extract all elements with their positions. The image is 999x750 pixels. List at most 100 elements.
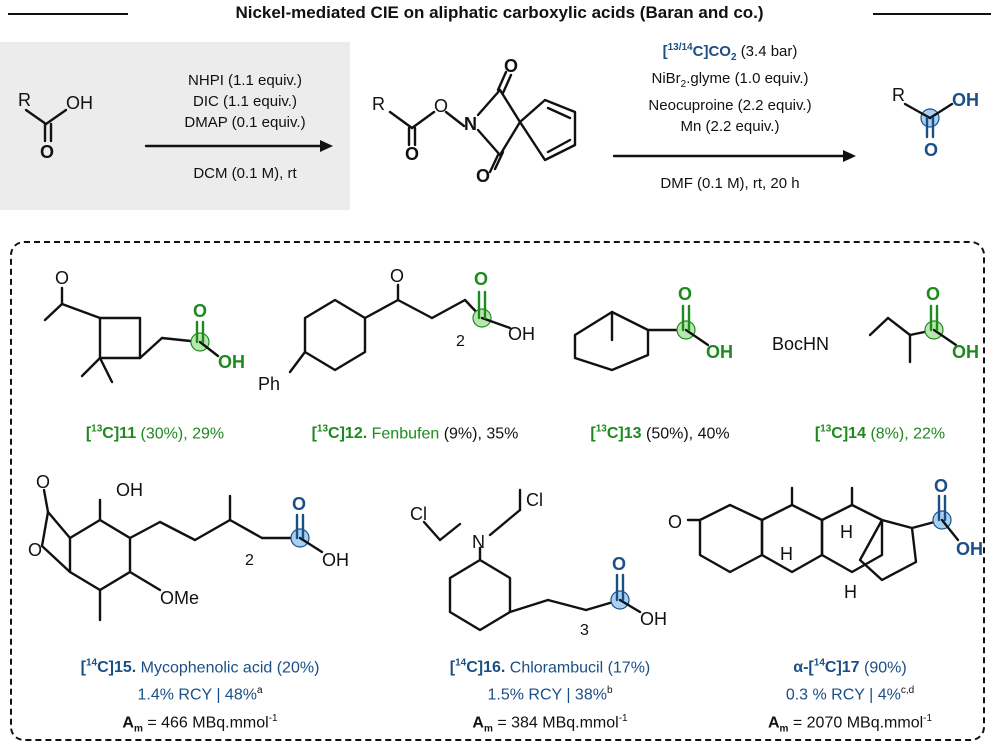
atom-OH: OH: [952, 90, 979, 110]
atom-OH: OH: [116, 480, 143, 500]
footnote-17: c,d: [900, 685, 915, 697]
step2-reagent: Neocuproine (2.2 equiv.): [648, 97, 812, 114]
compound-rcy-15: 1.4% RCY | 48%: [137, 686, 257, 704]
step2-reagent: NiBr2.glyme (1.0 equiv.): [651, 70, 809, 90]
atom-O: O: [55, 268, 69, 288]
caption-15: [14C]15. Mycophenolic acid (20%) 1.4% RC…: [20, 652, 380, 740]
arrow-step2: [612, 150, 856, 162]
atom-O: O: [405, 144, 419, 164]
atom-OH: OH: [952, 342, 979, 362]
footnote-16: b: [606, 685, 613, 697]
molecule-15: OH O O OMe 2 O OH: [28, 472, 349, 622]
atom-O: O: [934, 476, 948, 496]
molecule-17: O H H H O OH: [668, 476, 983, 602]
atom-R: R: [892, 85, 905, 105]
atom-OH: OH: [640, 609, 667, 629]
compound-label-11: [13C]11: [85, 424, 137, 443]
atom-R: R: [18, 90, 31, 110]
molecule-16: Cl Cl N 3 O OH: [410, 488, 667, 639]
am-sub: m: [483, 723, 493, 735]
step2-solvent: DMF (0.1 M), rt, 20 h: [660, 175, 800, 192]
atom-O: O: [668, 512, 682, 532]
compound-yield-12: (9%), 35%: [443, 425, 519, 443]
atom-Cl: Cl: [410, 504, 427, 524]
caption-12: [13C]12. Fenbufen (9%), 35%: [265, 418, 565, 445]
caption-17: α-[14C]17 (90%) 0.3 % RCY | 4%c,d Am = 2…: [715, 652, 985, 740]
am-exp-17: -1: [923, 712, 933, 724]
atom-N: N: [464, 114, 477, 134]
atom-O: O: [36, 472, 50, 492]
atom-OMe: OMe: [160, 588, 199, 608]
atom-OH: OH: [218, 352, 245, 372]
am-sub: m: [779, 723, 789, 735]
am-exp-16: -1: [618, 712, 628, 724]
atom-H: H: [780, 544, 793, 564]
atom-N: N: [472, 532, 485, 552]
atom-OH: OH: [322, 550, 349, 570]
compound-rcy-17: 0.3 % RCY | 4%: [785, 686, 901, 704]
compound-name-12: Fenbufen: [371, 425, 440, 443]
step1-reagent: DMAP (0.1 equiv.): [184, 114, 306, 131]
scheme-title-text: Nickel-mediated CIE on aliphatic carboxy…: [229, 3, 770, 22]
molecule-14: BocHN O OH: [772, 284, 979, 364]
molecule-12: O O OH 2 Ph: [258, 266, 535, 394]
atom-O: O: [40, 142, 54, 162]
molecule-11: O O OH: [43, 268, 245, 384]
compound-yield-11: (30%), 29%: [140, 425, 225, 443]
am-symbol: A: [767, 713, 780, 731]
atom-Cl: Cl: [526, 490, 543, 510]
step2-conditions: [13/14C]CO2 (3.4 bar) NiBr2.glyme (1.0 e…: [600, 37, 860, 137]
atom-OH: OH: [66, 93, 93, 113]
subscript-2: 2: [245, 552, 254, 569]
atom-O: O: [474, 269, 488, 289]
caption-14: [13C]14 (8%), 22%: [790, 418, 970, 445]
products-panel: [10, 241, 985, 741]
atom-H: H: [840, 522, 853, 542]
atom-O: O: [678, 284, 692, 304]
title-rule-left: [8, 13, 128, 15]
atom-OH: OH: [706, 342, 733, 362]
am-sub: m: [133, 723, 143, 735]
co2-pressure: (3.4 bar): [740, 43, 798, 60]
atom-BocHN: BocHN: [772, 334, 829, 354]
atom-O: O: [292, 494, 306, 514]
caption-11: [13C]11 (30%), 29%: [55, 418, 255, 445]
compound-label-12: [13C]12.: [311, 424, 368, 443]
atom-O: O: [926, 284, 940, 304]
compound-yield-13: (50%), 40%: [646, 425, 730, 443]
atom-O: O: [612, 554, 626, 574]
compound-name-17: (90%): [864, 659, 907, 677]
step1-reagent: NHPI (1.1 equiv.): [188, 72, 302, 89]
atom-OH: OH: [956, 539, 983, 559]
step1-conditions: NHPI (1.1 equiv.) DIC (1.1 equiv.) DMAP …: [140, 70, 350, 133]
compound-name-16: Chlorambucil (17%): [509, 659, 651, 677]
compound-yield-14: (8%), 22%: [870, 425, 946, 443]
subscript-2: 2: [456, 333, 465, 350]
compound-am-17: = 2070 MBq.mmol: [792, 713, 924, 731]
atom-O: O: [434, 96, 448, 116]
co2-label: [13/14C]CO2: [662, 42, 737, 63]
compound-label-15: [14C]15.: [80, 658, 137, 677]
compound-label-13: [13C]13: [590, 424, 642, 443]
compound-label-14: [13C]14: [814, 424, 866, 443]
molecule-starting-acid: R OH O: [18, 90, 93, 162]
step1-solvent: DCM (0.1 M), rt: [193, 165, 297, 182]
step1-background: [0, 42, 350, 210]
am-symbol: A: [472, 713, 484, 731]
atom-OH: OH: [508, 324, 535, 344]
am-exp-15: -1: [268, 712, 278, 724]
molecule-product-acid: R OH O: [892, 85, 979, 160]
compound-rcy-16: 1.5% RCY | 38%: [487, 686, 607, 704]
atom-H: H: [844, 582, 857, 602]
atom-O: O: [476, 166, 490, 186]
atom-O: O: [504, 56, 518, 76]
scheme-title: Nickel-mediated CIE on aliphatic carboxy…: [0, 3, 999, 23]
atom-O: O: [28, 540, 42, 560]
molecule-nhpi-ester: R O O N O O: [372, 56, 577, 186]
molecule-13: O OH: [573, 284, 733, 372]
compound-label-17: α-[14C]17: [793, 658, 860, 677]
atom-O: O: [390, 266, 404, 286]
compound-name-15: Mycophenolic acid (20%): [140, 659, 320, 677]
atom-O: O: [193, 301, 207, 321]
am-symbol: A: [122, 713, 134, 731]
